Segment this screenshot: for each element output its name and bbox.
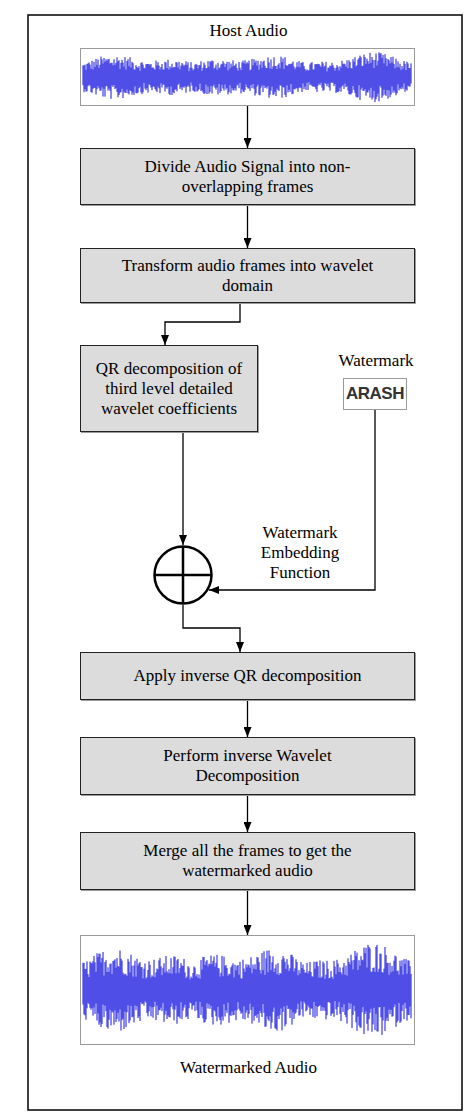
audio-waveform [83,945,411,1035]
node-heading: Watermark [316,351,436,371]
node-heading: Watermark Embedding Function [245,523,355,583]
node-text: QR decomposition of third level detailed… [87,359,252,419]
node-text: Perform inverse Wavelet Decomposition [138,746,358,786]
flow-arrow [247,106,248,148]
node-text: Divide Audio Signal into non-overlapping… [115,157,380,197]
plus-stroke [155,574,212,577]
audio-signal: Watermarked Audio [80,935,415,1045]
outer-frame [28,15,462,1110]
flow-arrow [247,890,248,935]
process-box: QR decomposition of third level detailed… [80,345,258,432]
operator-circle [155,547,212,604]
process-box: Divide Audio Signal into non-overlapping… [80,148,415,205]
audio-signal: Host Audio [80,48,415,106]
process-box: Merge all the frames to get the watermar… [80,832,415,890]
node-text: Transform audio frames into wavelet doma… [105,256,390,296]
flow-arrow [247,795,248,832]
node-text: Apply inverse QR decomposition [98,666,398,686]
flow-arrow [183,605,240,652]
operator-symbol [153,545,213,605]
flow-arrow [247,700,248,737]
process-box: Apply inverse QR decomposition [80,652,415,700]
embedding-operator: Watermark Embedding Function [153,545,213,605]
node-text: Merge all the frames to get the watermar… [123,841,373,881]
node-heading: Host Audio [81,21,416,41]
flow-arrow [182,432,183,545]
node-heading: Watermarked Audio [81,1058,416,1078]
process-box: Perform inverse Wavelet Decomposition [80,737,415,795]
process-box: Transform audio frames into wavelet doma… [80,248,415,303]
watermark-image: WatermarkARASH [343,378,407,410]
watermark-text: ARASH [346,384,404,404]
flow-arrow [209,410,375,590]
flow-arrow [165,303,240,345]
audio-waveform [83,52,411,102]
flow-arrow [247,205,248,248]
